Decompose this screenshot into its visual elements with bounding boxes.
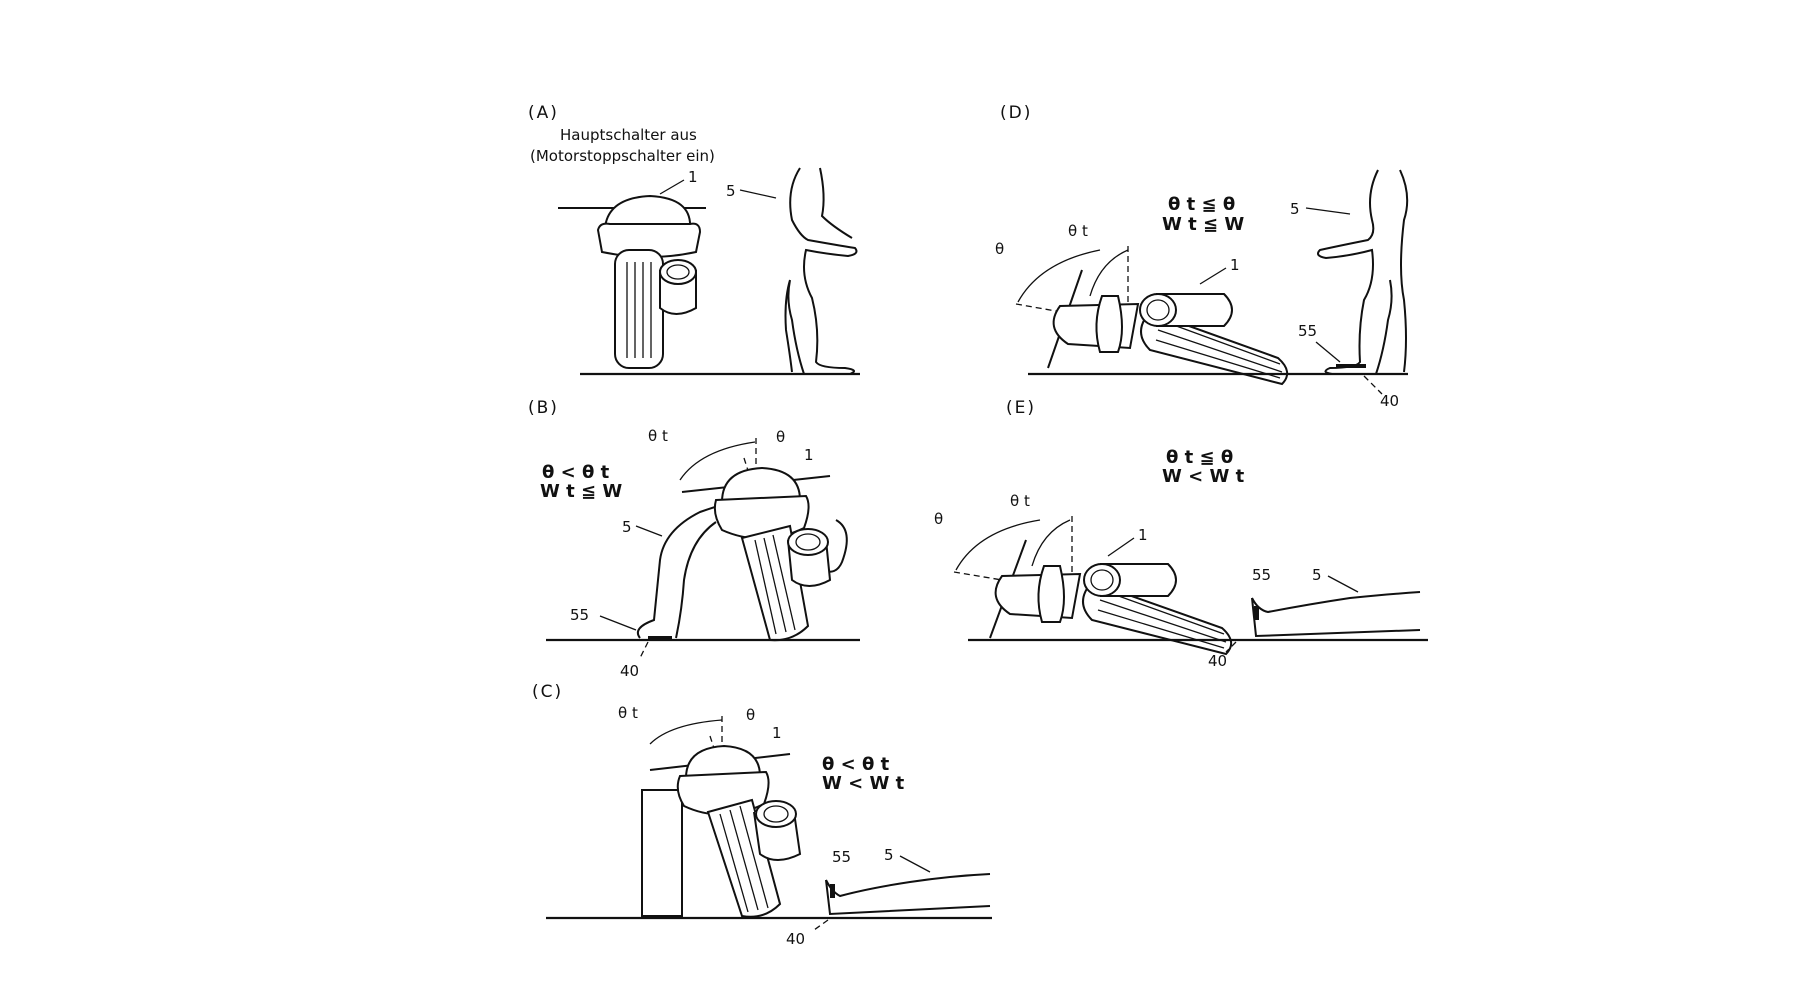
panel-c-cond-line2: W < W t — [822, 773, 905, 794]
panel-c-label-theta: θ — [746, 706, 755, 724]
panel-c-label-theta-t: θ t — [618, 704, 638, 722]
panel-a-machine — [558, 194, 706, 369]
panel-c-person — [825, 873, 991, 916]
panel-c-caption: (C) — [532, 682, 563, 702]
panel-e-person — [1251, 591, 1421, 638]
panel-b-sensor — [648, 636, 672, 640]
panel-a-note-line2: (Motorstoppschalter ein) — [530, 147, 715, 165]
panel-b-machine — [681, 466, 832, 642]
panel-e-caption: (E) — [1006, 398, 1036, 418]
panel-d-caption: (D) — [1000, 103, 1032, 123]
panel-c-label-foot: 55 — [832, 848, 851, 866]
panel-e-label-theta: θ — [934, 510, 943, 528]
panel-e-label-foot: 55 — [1252, 566, 1271, 584]
panel-d-machine — [1047, 269, 1289, 386]
panel-c-cond-line1: θ < θ t — [822, 754, 890, 775]
panel-b-label-theta: θ — [776, 428, 785, 446]
panel-e-label-machine: 1 — [1138, 526, 1148, 544]
panel-c: (C) θ t θ 1 θ < θ t W < W t 55 — [532, 682, 992, 948]
panel-a-caption: (A) — [528, 103, 559, 123]
panel-c-label-machine: 1 — [772, 724, 782, 742]
panel-d-label-machine: 1 — [1230, 256, 1240, 274]
panel-b-caption: (B) — [528, 398, 559, 418]
panel-d-label-sensor: 40 — [1380, 392, 1399, 410]
panel-b-label-foot: 55 — [570, 606, 589, 624]
panel-d-cond-line2: W t ≦ W — [1162, 214, 1244, 235]
panel-d-label-theta-t: θ t — [1068, 222, 1088, 240]
panel-d: (D) θ t ≦ θ W t ≦ W θ θ t 1 5 — [995, 103, 1409, 410]
panel-d-label-foot: 55 — [1298, 322, 1317, 340]
panel-e-cond-line1: θ t ≦ θ — [1166, 447, 1233, 468]
panel-e-cond-line2: W < W t — [1162, 466, 1245, 487]
panel-e-label-theta-t: θ t — [1010, 492, 1030, 510]
panel-d-cond-line1: θ t ≦ θ — [1168, 194, 1235, 215]
panel-a: (A) Hauptschalter aus (Motorstoppschalte… — [528, 103, 860, 376]
panel-c-box — [641, 789, 683, 917]
panel-d-label-theta: θ — [995, 240, 1004, 258]
panel-e-label-sensor: 40 — [1208, 652, 1227, 670]
panel-a-label-machine: 1 — [688, 168, 698, 186]
panel-b-label-theta-t: θ t — [648, 427, 668, 445]
panel-e: (E) θ t ≦ θ W < W t θ θ t 1 55 — [934, 398, 1428, 670]
panel-e-label-person: 5 — [1312, 566, 1322, 584]
panel-b: (B) θ < θ t W t ≦ W θ t θ 1 5 5 — [528, 398, 860, 680]
panel-b-label-sensor: 40 — [620, 662, 639, 680]
panel-d-label-person: 5 — [1290, 200, 1300, 218]
panel-e-machine — [989, 539, 1233, 656]
panel-c-label-person: 5 — [884, 846, 894, 864]
panel-b-label-machine: 1 — [804, 446, 814, 464]
panel-a-note-line1: Hauptschalter aus — [560, 126, 697, 144]
panel-b-cond-line2: W t ≦ W — [540, 481, 622, 502]
panel-c-machine — [649, 744, 802, 918]
panel-b-label-person: 5 — [622, 518, 632, 536]
panel-d-person — [1317, 169, 1409, 375]
panel-c-label-sensor: 40 — [786, 930, 805, 948]
panel-b-cond-line1: θ < θ t — [542, 462, 610, 483]
panel-a-label-person: 5 — [726, 182, 736, 200]
panel-a-person — [784, 167, 858, 375]
